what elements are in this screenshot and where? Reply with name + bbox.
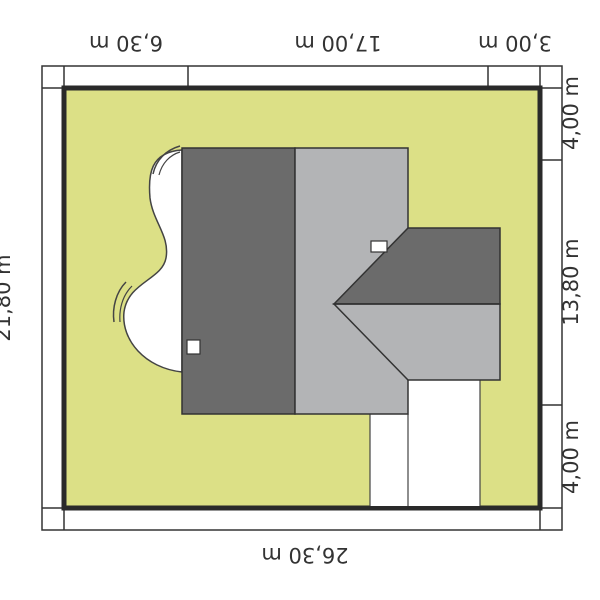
dimension-top-1: 6,30 m <box>89 31 163 55</box>
dimension-left: 21,80 m <box>0 254 15 341</box>
driveway <box>408 380 480 506</box>
dimension-bottom: 26,30 m <box>261 543 348 567</box>
driveway-edges <box>369 380 481 506</box>
terrace-arc-lower <box>112 281 127 323</box>
paved-path <box>370 414 408 506</box>
dimension-right-1: 4,00 m <box>559 76 583 150</box>
roof-vent-icon <box>370 240 388 253</box>
roof-dark-section <box>181 147 296 415</box>
chimney-icon <box>186 339 201 355</box>
terrace-arc-upper <box>152 145 181 175</box>
dimension-right-3: 4,00 m <box>559 420 583 494</box>
terrace-arc-lower-inner <box>119 285 133 323</box>
dimension-top-2: 17,00 m <box>294 31 381 55</box>
dimension-right-2: 13,80 m <box>559 238 583 325</box>
terrace-arc-upper-inner <box>158 151 181 176</box>
dimension-top-3: 3,00 m <box>478 31 552 55</box>
terrace <box>123 149 183 373</box>
